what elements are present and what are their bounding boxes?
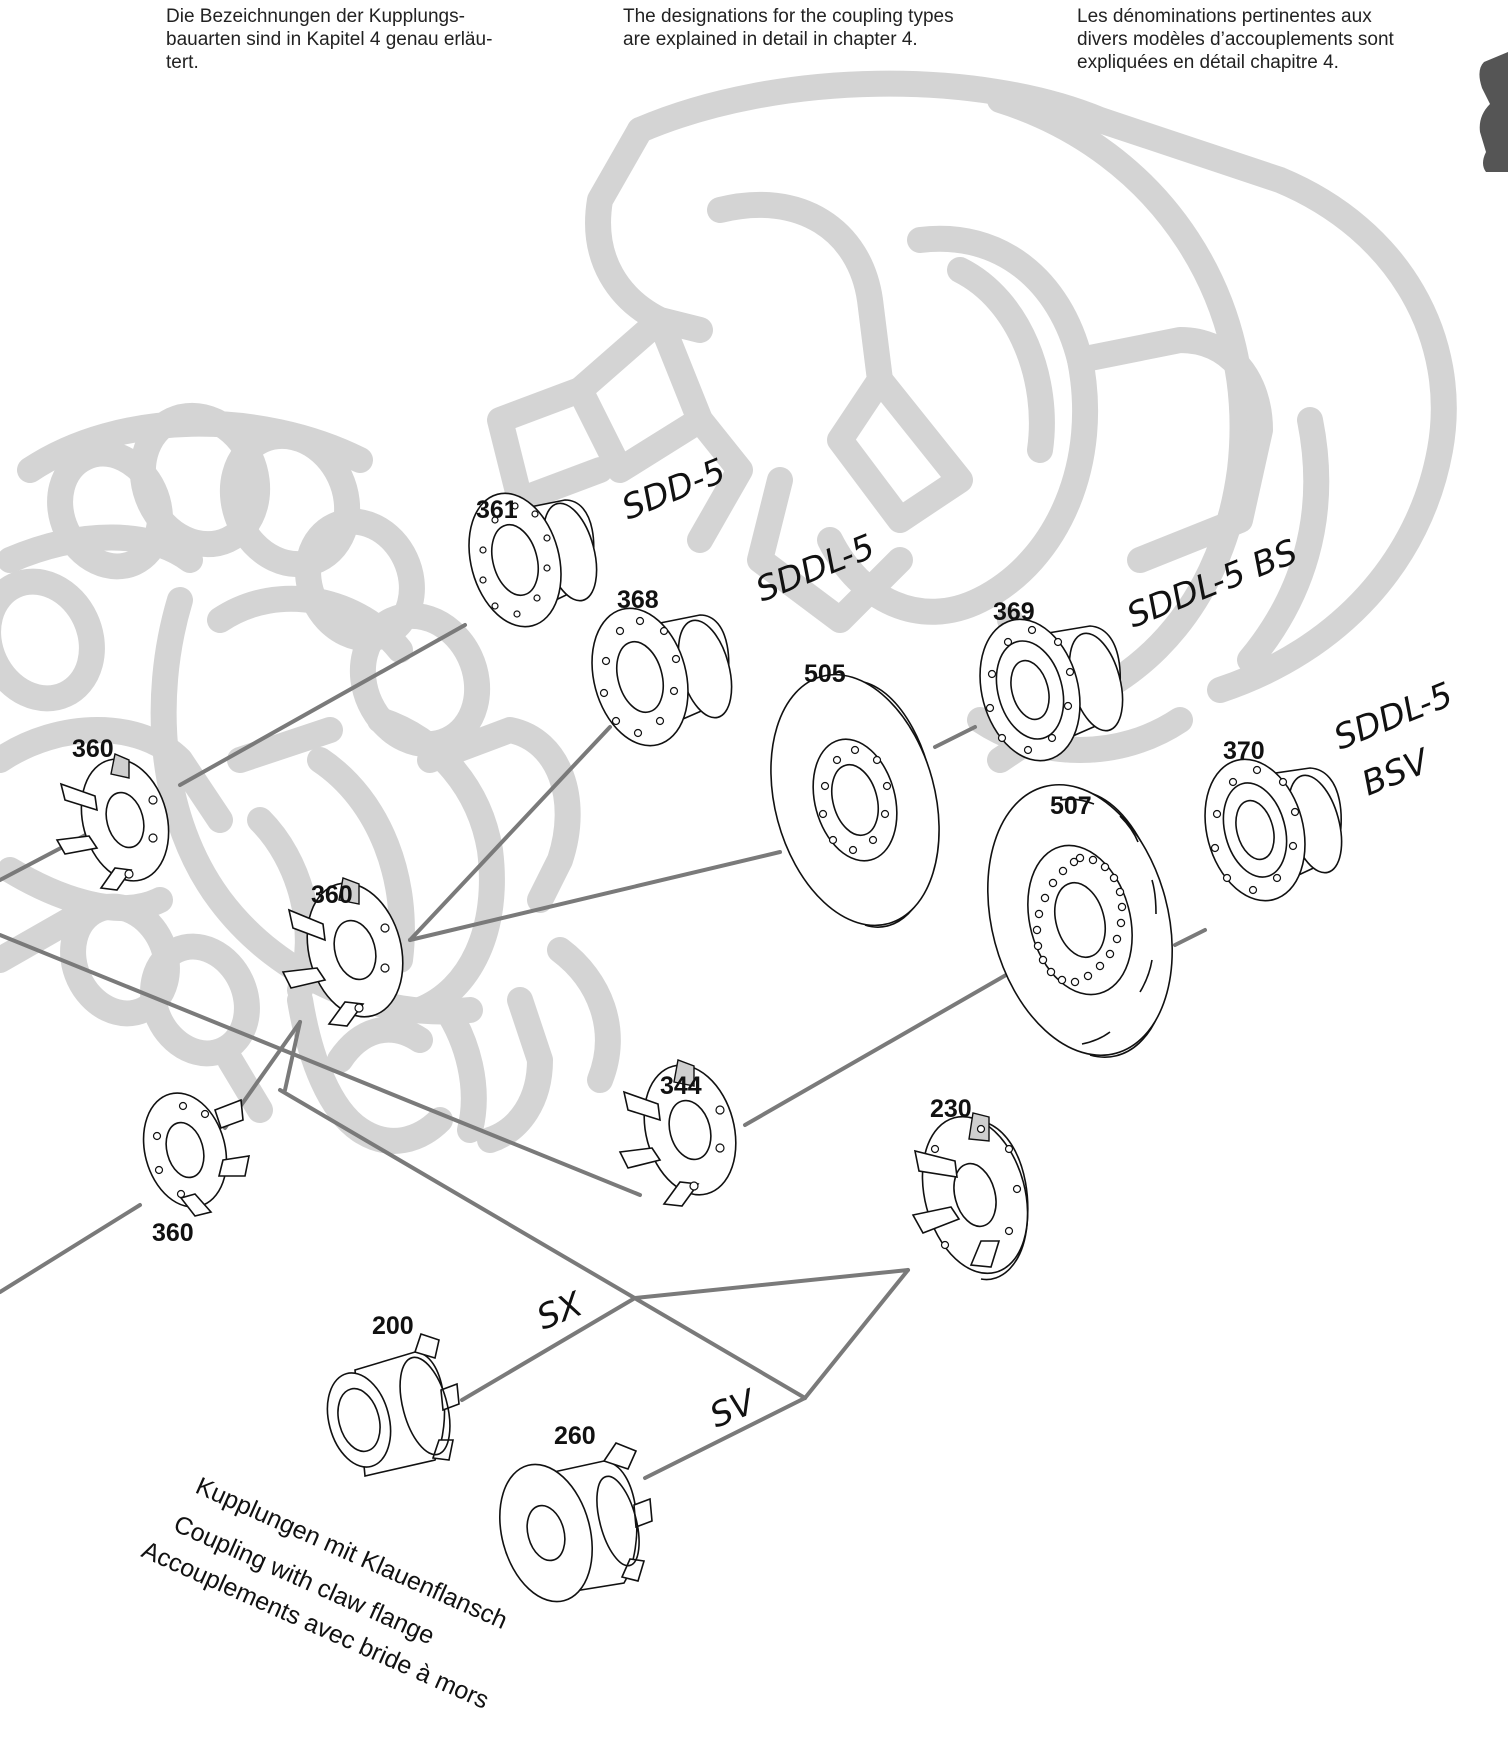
bolt-holes xyxy=(1210,765,1300,895)
series-sddl-5-bsv-line1: SDDL-5 xyxy=(1328,675,1458,759)
bolt-holes xyxy=(985,625,1075,755)
leader-507-to-370 xyxy=(1173,928,1207,947)
part-230-claw-flange xyxy=(911,1112,1029,1281)
part-505-brake-disc xyxy=(770,673,940,928)
chapter-tab-marker xyxy=(1479,52,1508,172)
background-watermark xyxy=(0,70,1457,1154)
leader-505-to-369 xyxy=(933,725,977,749)
label-370: 370 xyxy=(1223,737,1265,765)
intro-text-en-content: The designations for the coupling types … xyxy=(623,6,954,50)
label-230: 230 xyxy=(930,1095,972,1123)
series-sv: SV xyxy=(704,1381,763,1436)
vent-holes xyxy=(1032,853,1127,987)
leader-lines xyxy=(0,623,1207,1480)
leader-sx-to-230 xyxy=(633,1268,910,1300)
label-344: 344 xyxy=(660,1072,702,1100)
label-505: 505 xyxy=(804,660,846,688)
intro-text-en: The designations for the coupling types … xyxy=(623,6,1033,52)
part-number-labels: 361 368 369 505 370 507 360 360 360 344 … xyxy=(72,496,1265,1450)
intro-text-fr-content: Les dénominations pertinentes aux divers… xyxy=(1077,6,1394,73)
leader-260-to-sv xyxy=(643,1396,807,1480)
label-360-b: 360 xyxy=(311,881,353,909)
part-369-flange-hub xyxy=(979,618,1124,762)
leader-sv-to-230 xyxy=(803,1268,910,1400)
leader-360-to-361 xyxy=(178,623,467,787)
intro-text-de-content: Die Bezeichnungen der Kupplungs- bauarte… xyxy=(166,6,493,73)
part-368-flange-hub xyxy=(591,607,733,747)
part-260-claw-hub xyxy=(498,1442,653,1603)
label-260: 260 xyxy=(554,1422,596,1450)
leader-left-to-344 xyxy=(0,933,642,1197)
series-sddl-5-bsv-line2: BSV xyxy=(1356,741,1437,805)
part-507-ventilated-disc xyxy=(986,783,1174,1058)
label-507: 507 xyxy=(1050,792,1092,820)
leader-360c-left xyxy=(0,1203,142,1294)
caption-block: Kupplungen mit Klauenflansch Coupling wi… xyxy=(138,1472,512,1715)
leader-360-to-505 xyxy=(408,850,782,942)
label-360-a: 360 xyxy=(72,735,114,763)
intro-text-fr: Les dénominations pertinentes aux divers… xyxy=(1077,6,1477,74)
part-200-claw-hub xyxy=(326,1332,460,1477)
part-361-flange-hub xyxy=(468,492,598,628)
part-360-claw-element-b xyxy=(281,877,404,1027)
part-370-flange-hub xyxy=(1204,758,1343,902)
part-344-claw-element xyxy=(618,1059,737,1207)
leader-344-to-507 xyxy=(743,965,1022,1127)
part-360-claw-hub-c xyxy=(142,1092,251,1217)
bolt-holes xyxy=(818,745,892,855)
label-360-c: 360 xyxy=(152,1219,194,1247)
label-361: 361 xyxy=(476,496,518,524)
intro-text-de: Die Bezeichnungen der Kupplungs- bauarte… xyxy=(166,6,561,74)
caption-fr: Accouplements avec bride à mors xyxy=(138,1536,493,1715)
leader-360c-up xyxy=(283,1020,302,1092)
leader-360-to-368 xyxy=(408,725,612,942)
bolt-holes xyxy=(599,616,681,738)
leader-200-to-sx xyxy=(460,1296,637,1402)
leader-to-sv-junction xyxy=(278,1088,807,1400)
label-368: 368 xyxy=(617,586,659,614)
label-369: 369 xyxy=(993,598,1035,626)
bolt-holes xyxy=(479,502,551,618)
label-200: 200 xyxy=(372,1312,414,1340)
part-360-claw-element-a xyxy=(55,753,170,891)
